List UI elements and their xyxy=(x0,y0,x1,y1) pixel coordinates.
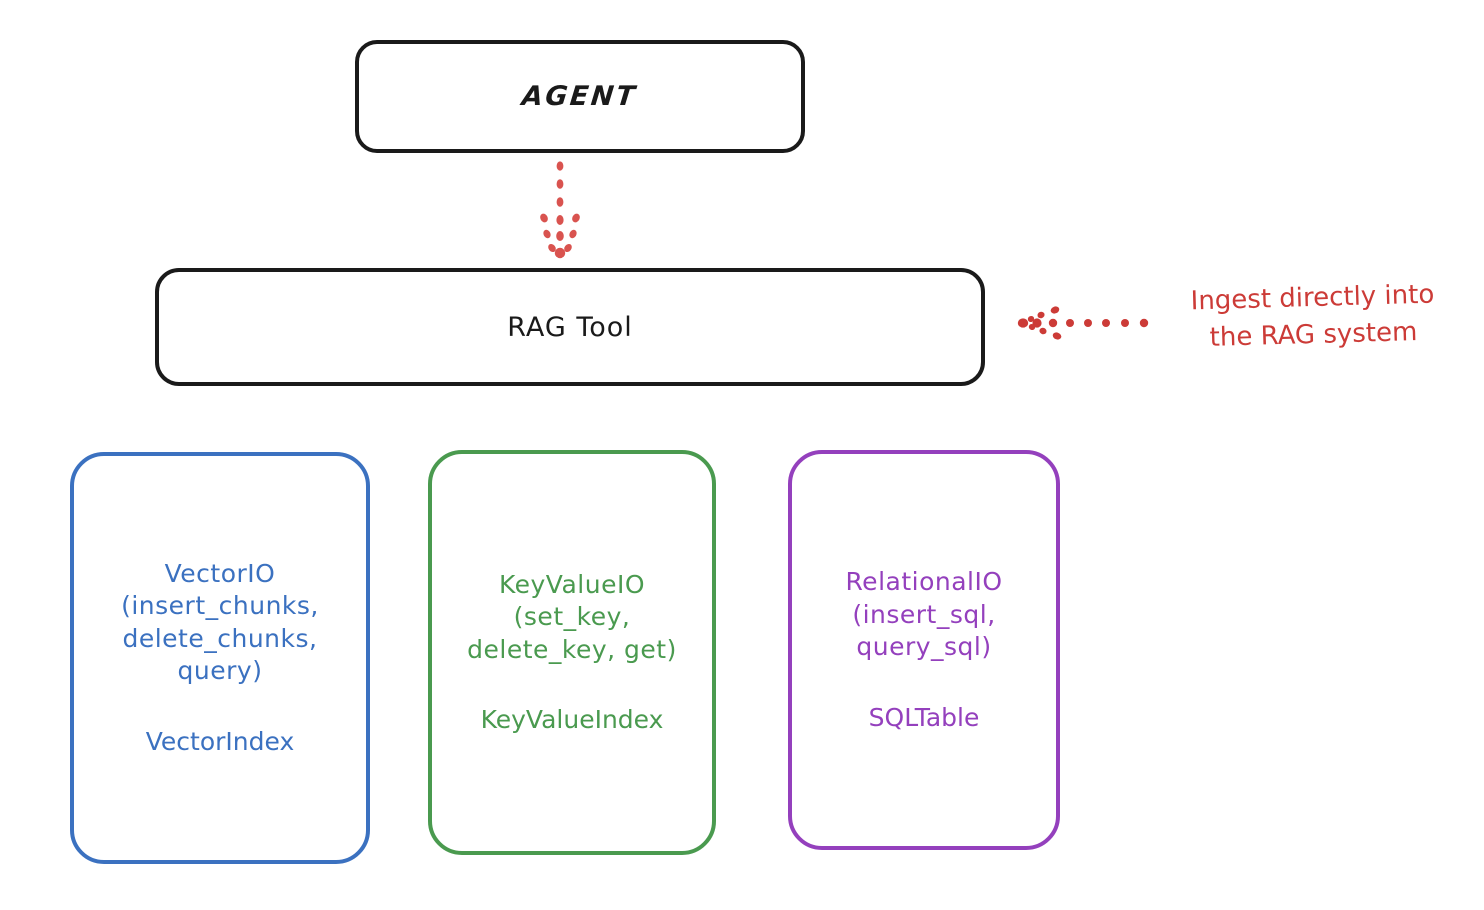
edge-agent-to-rag-tool xyxy=(540,161,580,259)
node-rag-tool-label: RAG Tool xyxy=(507,311,633,343)
node-key-value-io[interactable]: KeyValueIO (set_key, delete_key, get) Ke… xyxy=(428,450,716,855)
node-agent-label: AGENT xyxy=(520,81,640,112)
annotation-ingest-directly: Ingest directly into the RAG system xyxy=(1190,279,1435,353)
edge-ingest-to-rag-tool xyxy=(1017,306,1149,340)
node-agent[interactable]: AGENT xyxy=(355,40,805,153)
node-vector-index-label: VectorIndex xyxy=(145,726,295,756)
node-vector-io-label: VectorIO (insert_chunks, delete_chunks, … xyxy=(121,558,319,686)
node-relational-io[interactable]: RelationalIO (insert_sql, query_sql) SQL… xyxy=(788,450,1060,850)
node-sql-table-label: SQLTable xyxy=(868,702,980,732)
node-key-value-io-label: KeyValueIO (set_key, delete_key, get) xyxy=(467,569,677,664)
node-relational-io-label: RelationalIO (insert_sql, query_sql) xyxy=(845,567,1003,661)
node-key-value-index-label: KeyValueIndex xyxy=(480,705,664,734)
node-rag-tool[interactable]: RAG Tool xyxy=(155,268,985,386)
node-vector-io[interactable]: VectorIO (insert_chunks, delete_chunks, … xyxy=(70,452,370,864)
